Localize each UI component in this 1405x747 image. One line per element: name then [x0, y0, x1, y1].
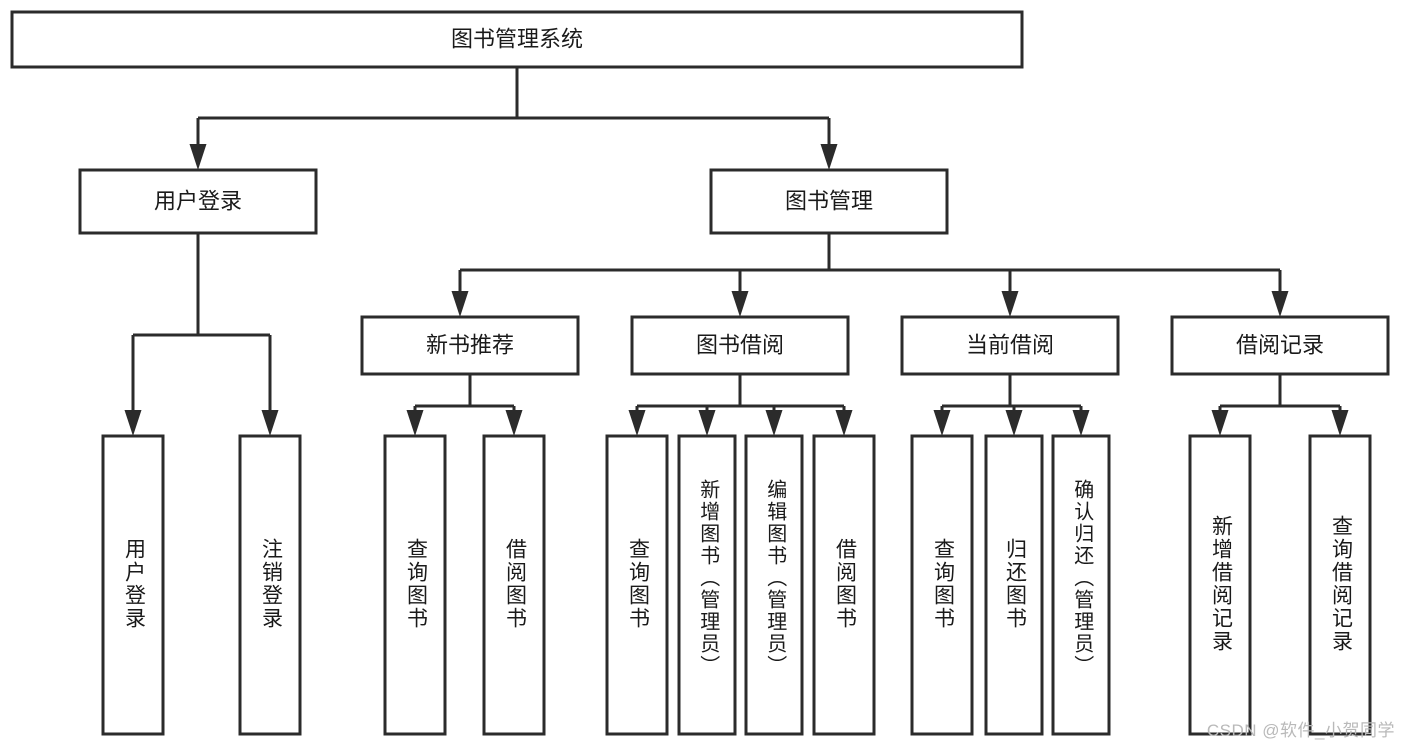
node-leaf-1[interactable]: [238, 434, 302, 736]
watermark-text: CSDN @软件_小贺同学: [1206, 721, 1395, 740]
node-level3-3-rect[interactable]: [1170, 315, 1390, 376]
arrow-head-icon: [1072, 410, 1090, 436]
arrow-head-icon: [698, 410, 716, 436]
node-leaf-9-rect[interactable]: [984, 434, 1044, 736]
node-level2-0-label: 用户登录: [154, 188, 242, 213]
arrow-head-icon: [1331, 410, 1349, 436]
arrow-head-icon: [261, 410, 279, 436]
node-leaf-2[interactable]: [383, 434, 447, 736]
arrow-head-icon: [1005, 410, 1023, 436]
arrow-head-icon: [731, 291, 749, 317]
arrow-head-icon: [189, 144, 207, 170]
node-leaf-9[interactable]: [984, 434, 1044, 736]
node-leaf-3[interactable]: [482, 434, 546, 736]
node-root-rect[interactable]: [10, 10, 1024, 69]
node-leaf-12-rect[interactable]: [1308, 434, 1372, 736]
node-leaf-10[interactable]: [1051, 434, 1111, 736]
arrow-head-icon: [406, 410, 424, 436]
node-level3-0[interactable]: 新书推荐: [360, 315, 580, 376]
node-leaf-2-rect[interactable]: [383, 434, 447, 736]
arrow-head-icon: [451, 291, 469, 317]
connector-layer: [124, 67, 1349, 436]
node-leaf-11[interactable]: [1188, 434, 1252, 736]
node-level3-1[interactable]: 图书借阅: [630, 315, 850, 376]
arrow-head-icon: [1271, 291, 1289, 317]
node-leaf-6-rect[interactable]: [744, 434, 804, 736]
node-leaf-4-rect[interactable]: [605, 434, 669, 736]
node-level3-2-label: 当前借阅: [966, 332, 1054, 357]
arrow-head-icon: [820, 144, 838, 170]
node-leaf-7[interactable]: [812, 434, 876, 736]
node-leaf-10-rect[interactable]: [1051, 434, 1111, 736]
node-level3-1-rect[interactable]: [630, 315, 850, 376]
node-leaf-11-rect[interactable]: [1188, 434, 1252, 736]
node-leaf-5-rect[interactable]: [677, 434, 737, 736]
arrow-head-icon: [505, 410, 523, 436]
node-leaf-0-rect[interactable]: [101, 434, 165, 736]
node-leaf-4[interactable]: [605, 434, 669, 736]
node-root[interactable]: 图书管理系统: [10, 10, 1024, 69]
arrow-head-icon: [765, 410, 783, 436]
arrow-head-icon: [933, 410, 951, 436]
node-level2-0[interactable]: 用户登录: [78, 168, 318, 235]
node-level2-1[interactable]: 图书管理: [709, 168, 949, 235]
node-leaf-7-rect[interactable]: [812, 434, 876, 736]
node-leaf-6[interactable]: [744, 434, 804, 736]
node-level3-3-label: 借阅记录: [1236, 332, 1324, 357]
node-level3-2-rect[interactable]: [900, 315, 1120, 376]
node-leaf-1-rect[interactable]: [238, 434, 302, 736]
node-leaf-8-rect[interactable]: [910, 434, 974, 736]
node-level2-1-label: 图书管理: [785, 188, 873, 213]
arrow-head-icon: [628, 410, 646, 436]
node-root-label: 图书管理系统: [451, 26, 583, 51]
arrow-head-icon: [124, 410, 142, 436]
arrow-head-icon: [1001, 291, 1019, 317]
arrow-head-icon: [1211, 410, 1229, 436]
node-leaf-0[interactable]: [101, 434, 165, 736]
node-level3-0-rect[interactable]: [360, 315, 580, 376]
node-leaf-5[interactable]: [677, 434, 737, 736]
arrow-head-icon: [835, 410, 853, 436]
node-leaf-8[interactable]: [910, 434, 974, 736]
node-level3-3[interactable]: 借阅记录: [1170, 315, 1390, 376]
node-level2-0-rect[interactable]: [78, 168, 318, 235]
node-level3-2[interactable]: 当前借阅: [900, 315, 1120, 376]
node-level2-1-rect[interactable]: [709, 168, 949, 235]
node-level3-0-label: 新书推荐: [426, 332, 514, 357]
node-leaf-12[interactable]: [1308, 434, 1372, 736]
node-leaf-3-rect[interactable]: [482, 434, 546, 736]
node-level3-1-label: 图书借阅: [696, 332, 784, 357]
